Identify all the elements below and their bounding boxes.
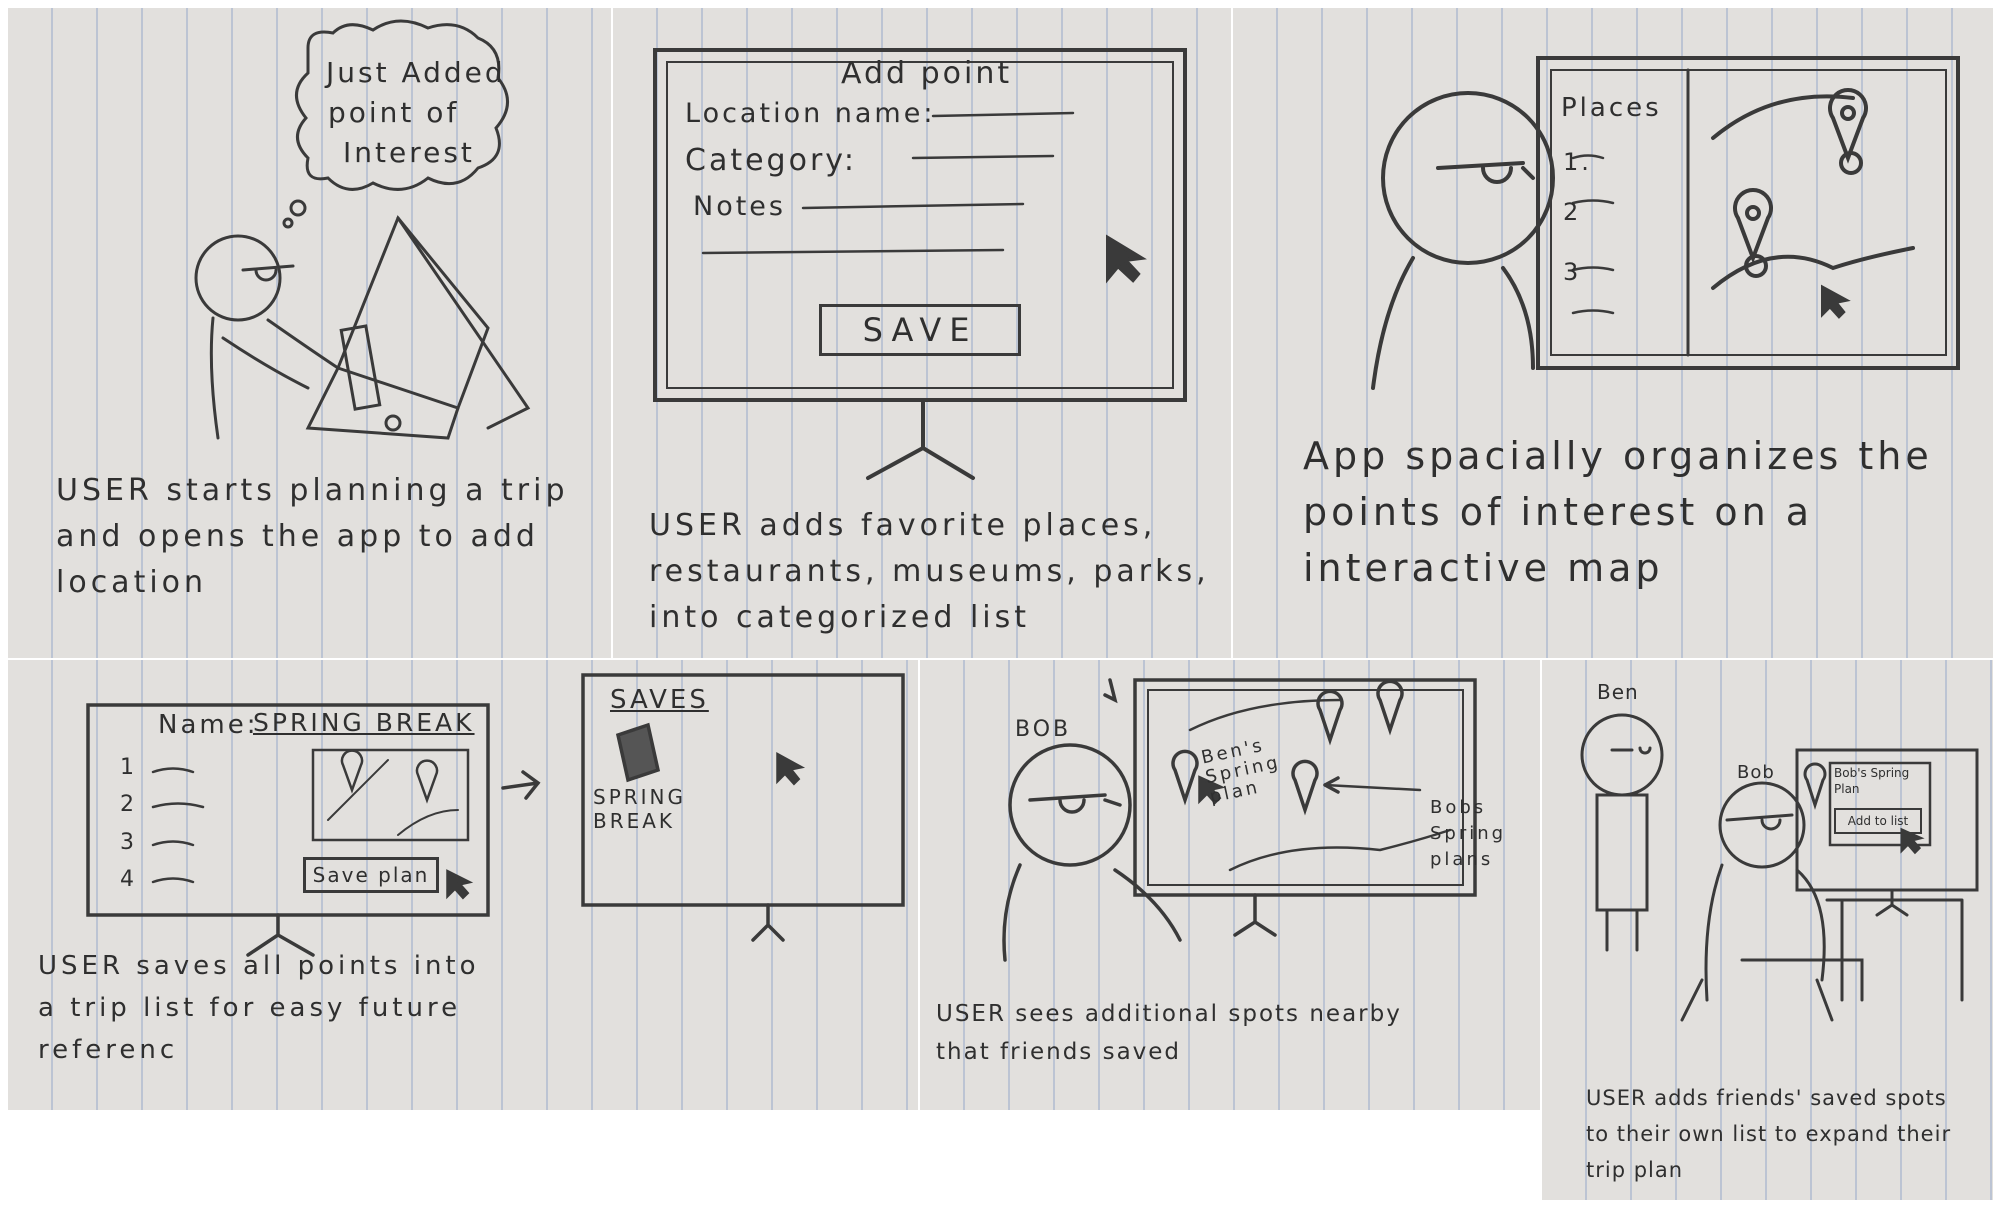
friends-map-sketch: [1002, 678, 1477, 962]
name-label: Name:: [158, 710, 259, 740]
places-title: Places: [1561, 93, 1662, 123]
cursor-icon: [1900, 827, 1925, 855]
person-head: [1381, 91, 1555, 265]
panel-3-caption: App spacially organizes the points of in…: [1303, 434, 1933, 590]
storyboard-panel-1: Just Added point of Interest USER starts…: [8, 8, 611, 658]
places-number: 1.: [1563, 148, 1592, 176]
save-button[interactable]: SAVE: [819, 304, 1021, 356]
laptop-sketch: [336, 215, 490, 410]
list-number: 1: [120, 755, 137, 780]
monitor-frame: [1536, 56, 1960, 370]
map-pin-icon: [1376, 679, 1404, 736]
saved-item-label[interactable]: SPRING BREAK: [593, 785, 687, 833]
panel-1-caption: USER starts planning a trip and opens th…: [56, 473, 569, 600]
map-pin-icon: [415, 759, 439, 804]
popup-title: Bob's Spring Plan: [1834, 766, 1910, 796]
save-plan-button[interactable]: Save plan: [303, 857, 439, 893]
storyboard-panel-2: Add point Location name: Category: Notes…: [613, 8, 1231, 658]
list-number: 4: [120, 867, 137, 892]
callout-label: Bobs Spring plans: [1430, 797, 1507, 870]
arrow-icon: [501, 770, 541, 800]
add-point-screen-sketch: [653, 48, 1187, 480]
thought-line-1: Just Added: [326, 56, 506, 89]
panel-6-caption: USER adds friends' saved spots to their …: [1586, 1086, 1952, 1182]
map-pin-icon: [1171, 749, 1199, 806]
person-label-bob: Bob: [1737, 762, 1775, 783]
cursor-icon: [776, 752, 806, 786]
person-head: [1580, 713, 1664, 797]
form-title: Add point: [841, 56, 1013, 91]
thought-line-2: point of: [328, 96, 460, 129]
saves-title: SAVES: [610, 685, 709, 715]
person-label-ben: Ben: [1597, 680, 1639, 704]
map-pin-icon: [1316, 689, 1344, 746]
list-number: 3: [120, 830, 137, 855]
thought-bubble: [295, 19, 509, 191]
panel-2-caption: USER adds favorite places, restaurants, …: [649, 508, 1210, 635]
panel-5-caption: USER sees additional spots nearby that f…: [936, 1001, 1402, 1065]
folder-icon: [615, 722, 661, 783]
monitor-frame: [86, 703, 490, 917]
field-notes: Notes: [693, 191, 786, 222]
person-label-bob: BOB: [1015, 717, 1072, 742]
field-category: Category:: [685, 143, 857, 178]
user-at-desk-sketch: [194, 19, 531, 440]
map-pin-icon: [340, 749, 364, 794]
map-pin-icon: [1291, 759, 1319, 816]
map-pin-icon: [1733, 188, 1773, 264]
name-value: SPRING BREAK: [253, 708, 475, 737]
person-head: [1718, 781, 1806, 869]
thought-line-3: Interest: [343, 136, 475, 169]
storyboard-panel-6: Ben Bob Bob's Spring Plan Add to list US…: [1542, 660, 1993, 1200]
cursor-icon: [1198, 775, 1226, 805]
panel-4-caption: USER saves all points into a trip list f…: [38, 951, 480, 1065]
person-head: [1008, 743, 1132, 867]
places-number: 2: [1563, 198, 1582, 226]
map-view-sketch: [1371, 56, 1960, 390]
add-to-list-sketch: [1580, 713, 1979, 1022]
map-pin-icon: [1803, 762, 1827, 810]
places-number: 3: [1563, 258, 1582, 286]
field-location-name: Location name:: [685, 98, 936, 129]
map-thumbnail: [311, 748, 470, 842]
map-pin-icon: [1828, 88, 1868, 164]
list-number: 2: [120, 792, 137, 817]
storyboard-panel-4: Name: SPRING BREAK 1 2 3 4 Save plan SAV…: [8, 660, 918, 1110]
storyboard-panel-3: Places 1. 2 3 App spacially organizes th…: [1233, 8, 1993, 658]
cursor-icon: [1821, 284, 1851, 319]
saves-screen: [581, 673, 905, 907]
popup-box: [1828, 761, 1932, 847]
monitor-frame: [1133, 678, 1477, 897]
monitor-frame: [653, 48, 1187, 402]
cursor-icon: [446, 869, 474, 900]
cursor-icon: [1106, 234, 1147, 284]
monitor-frame: [1795, 748, 1979, 892]
add-to-list-button[interactable]: Add to list: [1834, 808, 1922, 834]
storyboard-panel-5: BOB Ben's Spring plan Bobs Spring plans …: [920, 660, 1540, 1110]
person-head: [194, 234, 282, 322]
save-plan-sketch: [86, 673, 905, 957]
